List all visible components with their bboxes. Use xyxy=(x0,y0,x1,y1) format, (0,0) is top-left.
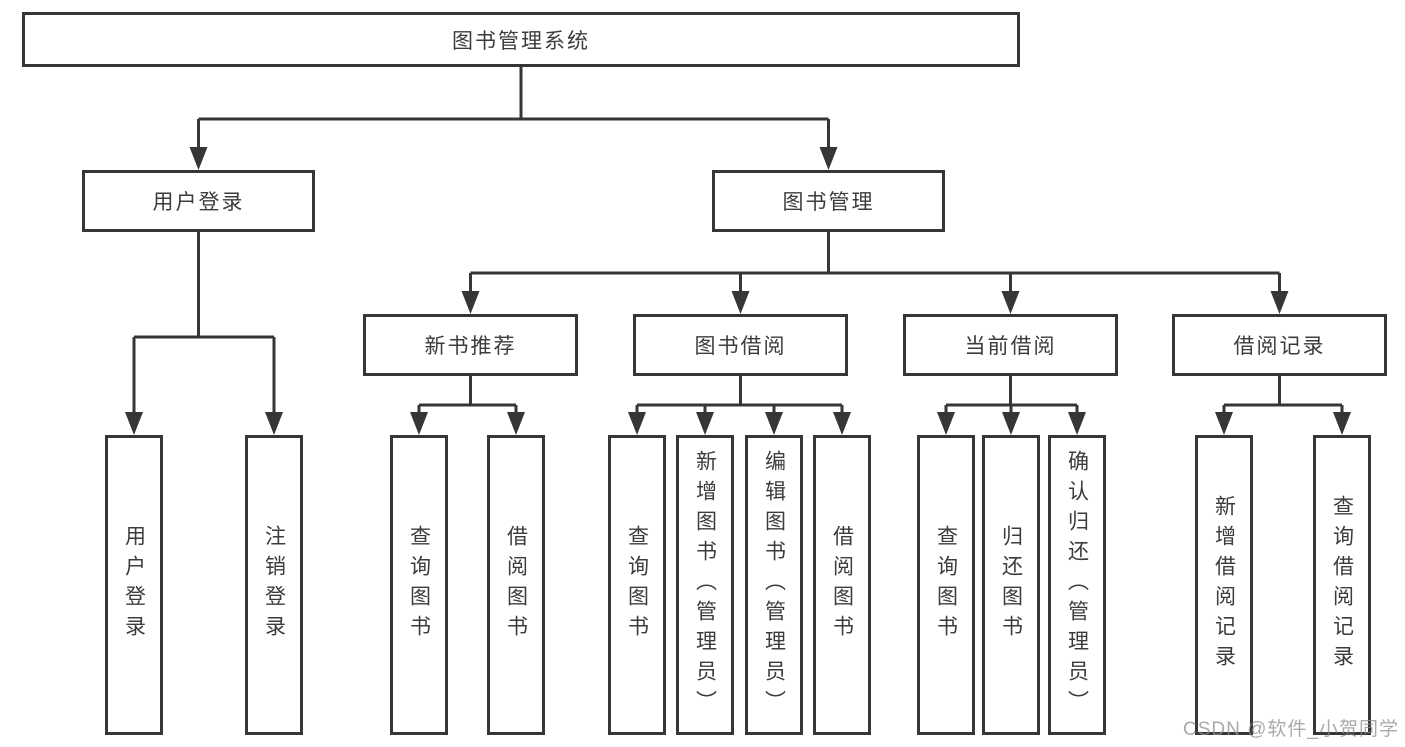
leaf-borrow-borrow-books: 借阅图书 xyxy=(813,435,871,735)
node-user-login: 用户登录 xyxy=(82,170,315,232)
leaf-borrow-query-books-label: 查询图书 xyxy=(625,525,649,645)
leaf-borrow-edit-books-admin-label: 编辑图书（管理员） xyxy=(762,450,786,720)
node-current-borrow: 当前借阅 xyxy=(903,314,1118,376)
node-new-book-recommend: 新书推荐 xyxy=(363,314,578,376)
leaf-records-add-record: 新增借阅记录 xyxy=(1195,435,1253,735)
leaf-logout-label: 注销登录 xyxy=(262,525,286,645)
leaf-recommend-query-books-label: 查询图书 xyxy=(407,525,431,645)
leaf-borrow-add-books-admin-label: 新增图书（管理员） xyxy=(693,450,717,720)
node-borrow-records: 借阅记录 xyxy=(1172,314,1387,376)
node-user-login-label: 用户登录 xyxy=(152,191,245,214)
leaf-borrow-borrow-books-label: 借阅图书 xyxy=(830,525,854,645)
leaf-recommend-borrow-books: 借阅图书 xyxy=(487,435,545,735)
leaf-logout: 注销登录 xyxy=(245,435,303,735)
node-root-label: 图书管理系统 xyxy=(452,29,590,53)
leaf-borrow-query-books: 查询图书 xyxy=(608,435,666,735)
leaf-login: 用户登录 xyxy=(105,435,163,735)
leaf-records-query-record-label: 查询借阅记录 xyxy=(1330,495,1354,675)
leaf-borrow-add-books-admin: 新增图书（管理员） xyxy=(676,435,734,735)
leaf-login-label: 用户登录 xyxy=(122,525,146,645)
node-borrow-records-label: 借阅记录 xyxy=(1233,335,1326,358)
leaf-borrow-edit-books-admin: 编辑图书（管理员） xyxy=(745,435,803,735)
node-book-management-label: 图书管理 xyxy=(782,191,875,214)
leaf-current-return-books: 归还图书 xyxy=(982,435,1040,735)
node-root: 图书管理系统 xyxy=(22,12,1020,67)
leaf-current-return-books-label: 归还图书 xyxy=(999,525,1023,645)
node-book-borrow-label: 图书借阅 xyxy=(694,335,787,358)
node-book-management: 图书管理 xyxy=(712,170,945,232)
leaf-current-query-books: 查询图书 xyxy=(917,435,975,735)
leaf-records-query-record: 查询借阅记录 xyxy=(1313,435,1371,735)
csdn-watermark: CSDN @软件_小贺同学 xyxy=(1183,719,1399,740)
leaf-current-confirm-return-admin-label: 确认归还（管理员） xyxy=(1065,450,1089,720)
leaf-current-query-books-label: 查询图书 xyxy=(934,525,958,645)
node-new-book-recommend-label: 新书推荐 xyxy=(424,335,517,358)
leaf-recommend-borrow-books-label: 借阅图书 xyxy=(504,525,528,645)
leaf-current-confirm-return-admin: 确认归还（管理员） xyxy=(1048,435,1106,735)
node-current-borrow-label: 当前借阅 xyxy=(964,335,1057,358)
leaf-recommend-query-books: 查询图书 xyxy=(390,435,448,735)
node-book-borrow: 图书借阅 xyxy=(633,314,848,376)
leaf-records-add-record-label: 新增借阅记录 xyxy=(1212,495,1236,675)
